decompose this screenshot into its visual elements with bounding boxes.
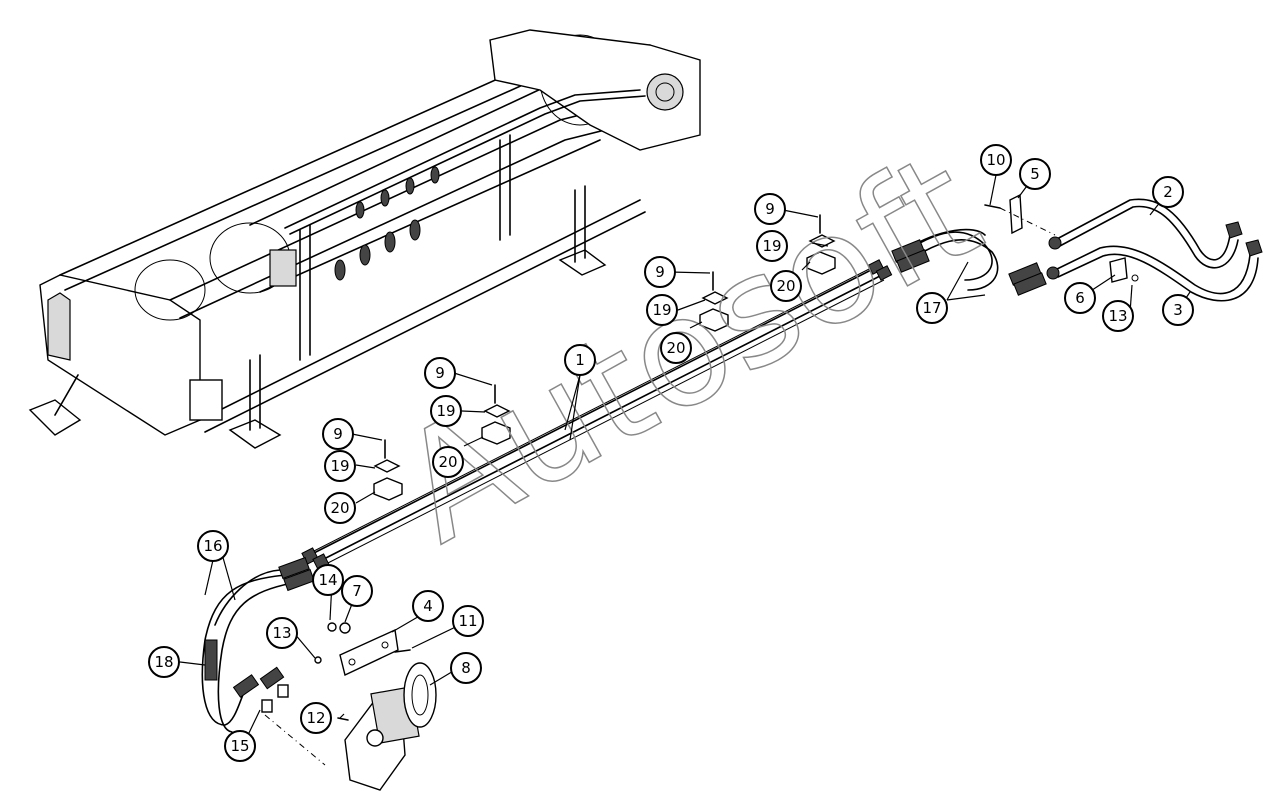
callout-20b: 20	[660, 332, 692, 364]
callout-9b: 9	[644, 256, 676, 288]
stand-right	[558, 185, 607, 276]
motor-assembly	[314, 622, 437, 791]
callout-20b-label: 20	[666, 339, 685, 357]
callout-17-label: 17	[922, 299, 941, 317]
callout-2: 2	[1152, 176, 1184, 208]
callout-19d: 19	[324, 450, 356, 482]
callout-19a: 19	[756, 230, 788, 262]
callout-19b-label: 19	[652, 301, 671, 319]
stand-left	[28, 374, 82, 436]
callout-9a: 9	[754, 193, 786, 225]
callout-17: 17	[916, 292, 948, 324]
callout-9d-label: 9	[333, 425, 343, 443]
callout-20c: 20	[432, 446, 464, 478]
callout-15-label: 15	[230, 737, 249, 755]
callout-8-label: 8	[461, 659, 471, 677]
callout-1: 1	[564, 344, 596, 376]
callout-4: 4	[412, 590, 444, 622]
callout-14-label: 14	[318, 571, 337, 589]
callout-20a-label: 20	[776, 277, 795, 295]
callout-9b-label: 9	[655, 263, 665, 281]
callout-19b: 19	[646, 294, 678, 326]
callout-20c-label: 20	[438, 453, 457, 471]
callout-18-label: 18	[154, 653, 173, 671]
callout-3: 3	[1162, 294, 1194, 326]
callout-10-label: 10	[986, 151, 1005, 169]
callout-12: 12	[300, 702, 332, 734]
callout-19c-label: 19	[436, 402, 455, 420]
callout-9a-label: 9	[765, 200, 775, 218]
stand-middle	[228, 354, 282, 449]
callout-11-label: 11	[458, 612, 477, 630]
callout-13a: 13	[1102, 300, 1134, 332]
callout-13b: 13	[266, 617, 298, 649]
callout-6: 6	[1064, 282, 1096, 314]
callout-1-label: 1	[575, 351, 585, 369]
clamp-block-a	[373, 439, 403, 501]
callout-13b-label: 13	[272, 624, 291, 642]
callout-14: 14	[312, 564, 344, 596]
callout-9c: 9	[424, 357, 456, 389]
callout-20d-label: 20	[330, 499, 349, 517]
callout-4-label: 4	[423, 597, 433, 615]
callout-3-label: 3	[1173, 301, 1183, 319]
callout-20d: 20	[324, 492, 356, 524]
clamp-block-d	[806, 214, 836, 275]
callout-15: 15	[224, 730, 256, 762]
callout-8: 8	[450, 652, 482, 684]
callout-19c: 19	[430, 395, 462, 427]
header-assembly	[28, 29, 701, 449]
callout-10: 10	[980, 144, 1012, 176]
callout-13a-label: 13	[1108, 307, 1127, 325]
callout-18: 18	[148, 646, 180, 678]
hydraulic-tubes	[301, 259, 893, 571]
callout-20a: 20	[770, 270, 802, 302]
callout-2-label: 2	[1163, 183, 1173, 201]
callout-19a-label: 19	[762, 237, 781, 255]
callout-5-label: 5	[1030, 165, 1040, 183]
callout-12-label: 12	[306, 709, 325, 727]
callout-16-label: 16	[203, 537, 222, 555]
callout-16: 16	[197, 530, 229, 562]
left-hoses	[201, 556, 326, 766]
callout-7: 7	[341, 575, 373, 607]
clamp-block-c	[699, 271, 729, 332]
callout-11: 11	[452, 605, 484, 637]
callout-6-label: 6	[1075, 289, 1085, 307]
callout-7-label: 7	[352, 582, 362, 600]
callout-5: 5	[1019, 158, 1051, 190]
callout-19d-label: 19	[330, 457, 349, 475]
callout-9d: 9	[322, 418, 354, 450]
callout-9c-label: 9	[435, 364, 445, 382]
